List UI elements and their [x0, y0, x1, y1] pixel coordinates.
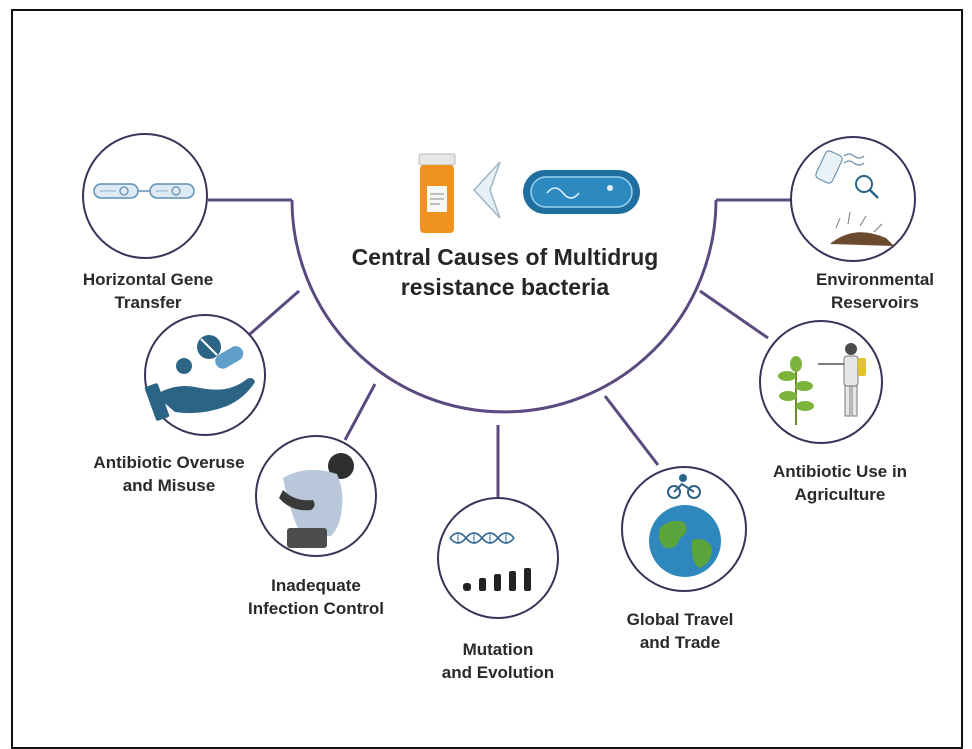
label-line: Antibiotic Use in	[772, 462, 908, 481]
pills-hand-icon	[144, 335, 255, 421]
arrow-left-icon	[472, 161, 501, 219]
dna-evolution-icon	[449, 532, 531, 591]
circle-infection-control	[255, 435, 377, 557]
label-horizontal-gene-transfer: Horizontal Gene Transfer	[48, 268, 248, 314]
title-line-1: Central Causes of Multidrug	[351, 244, 659, 270]
connector-antibiotic-overuse	[249, 289, 300, 336]
connector-agriculture	[699, 289, 769, 340]
globe-travel-icon	[649, 474, 721, 577]
label-line: Antibiotic Overuse	[93, 453, 245, 472]
label-line: Agriculture	[794, 485, 886, 504]
circle-global-travel	[621, 466, 747, 592]
circle-mutation	[437, 497, 559, 619]
label-line: Infection Control	[248, 599, 384, 618]
circle-environmental	[790, 136, 916, 262]
label-line: Mutation	[462, 640, 534, 659]
circle-agriculture	[759, 320, 883, 444]
label-line: and Misuse	[122, 476, 216, 495]
connector-infection-control	[343, 383, 377, 441]
crop-spraying-icon	[778, 343, 866, 425]
gene-transfer-icon	[93, 183, 195, 199]
label-line: Environmental	[815, 270, 935, 289]
label-line: and Trade	[639, 633, 721, 652]
label-environmental-reservoirs: Environmental Reservoirs	[785, 268, 965, 314]
label-line: Global Travel	[626, 610, 734, 629]
connector-global-travel	[603, 395, 660, 466]
label-line: Horizontal Gene	[82, 270, 214, 289]
label-line: Transfer	[114, 293, 182, 312]
label-agriculture: Antibiotic Use in Agriculture	[745, 460, 935, 506]
circle-horizontal-gene	[82, 133, 208, 259]
environment-icon	[815, 150, 894, 246]
central-arc	[290, 199, 718, 414]
label-infection-control: Inadequate Infection Control	[222, 574, 410, 620]
label-mutation-evolution: Mutation and Evolution	[412, 638, 584, 684]
label-line: and Evolution	[441, 663, 555, 682]
bacterium-icon	[523, 170, 640, 214]
pill-bottle-icon	[418, 153, 456, 233]
label-line: Reservoirs	[831, 293, 919, 312]
label-line: Inadequate	[271, 576, 361, 595]
sick-person-icon	[279, 453, 354, 548]
title-line-2: resistance bacteria	[400, 274, 610, 300]
label-antibiotic-overuse: Antibiotic Overuse and Misuse	[64, 451, 274, 497]
diagram-title: Central Causes of Multidrug resistance b…	[310, 242, 700, 302]
circle-antibiotic-overuse	[144, 314, 266, 436]
label-global-travel: Global Travel and Trade	[600, 608, 760, 654]
connector-lines	[208, 198, 795, 497]
